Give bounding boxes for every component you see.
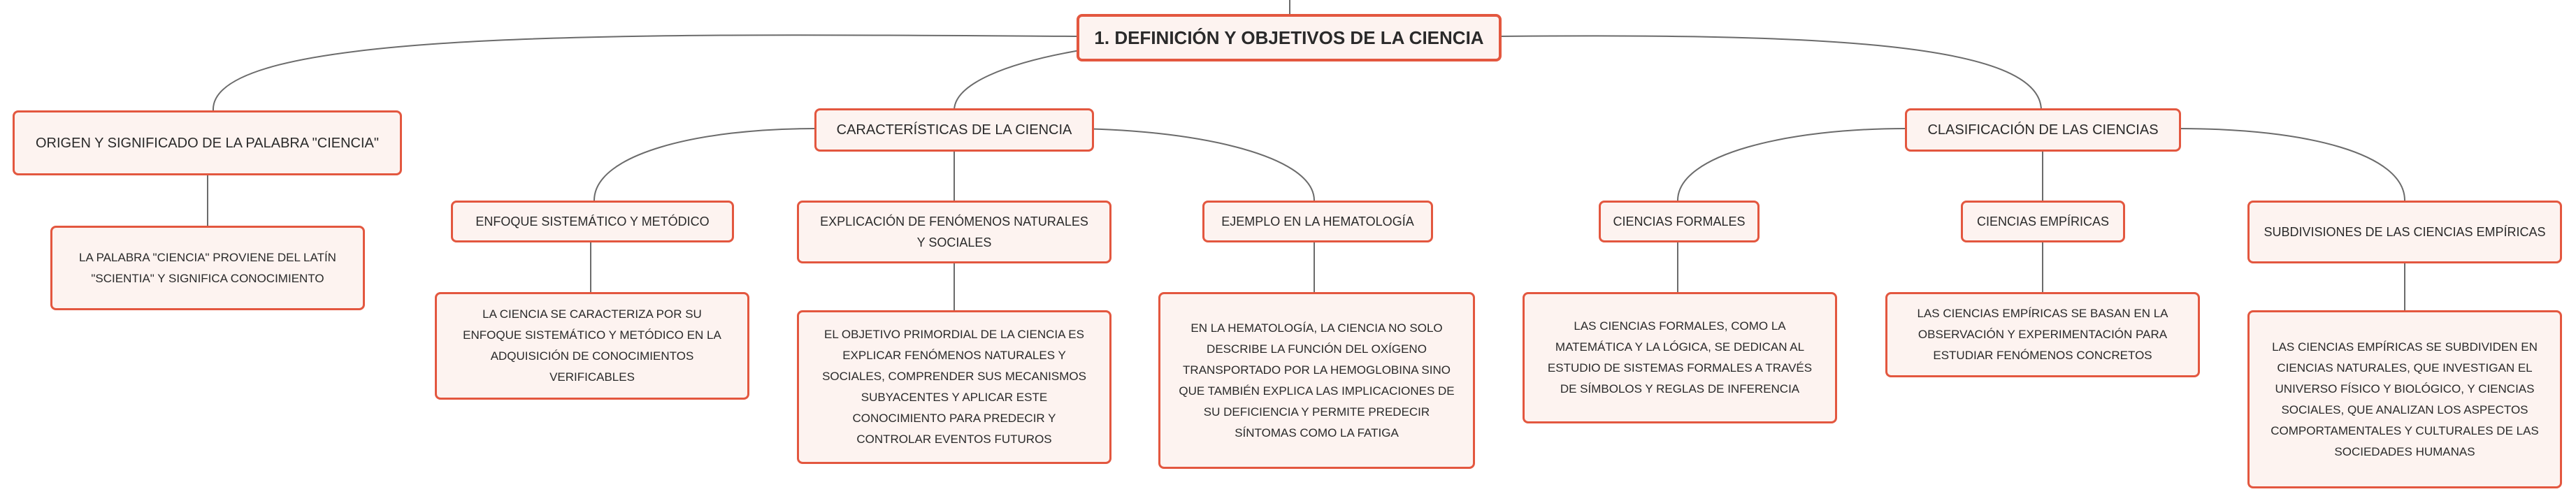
node-enfoque-label: ENFOQUE SISTEMÁTICO Y METÓDICO [475,215,710,228]
node-empiricas-label: CIENCIAS EMPÍRICAS [1976,215,2110,228]
node-origen[interactable]: ORIGEN Y SIGNIFICADO DE LA PALABRA "CIEN… [13,110,402,175]
edge-car-ejemplo [1065,128,1315,201]
node-ejemplo-desc[interactable]: EN LA HEMATOLOGÍA, LA CIENCIA NO SOLO DE… [1158,292,1475,469]
node-empiricas-desc[interactable]: LAS CIENCIAS EMPÍRICAS SE BASAN EN LA OB… [1885,292,2200,377]
node-enfoque[interactable]: ENFOQUE SISTEMÁTICO Y METÓDICO [451,201,734,242]
edge-cla-subdivisiones [2178,128,2405,201]
node-explicacion-desc-text: EL OBJETIVO PRIMORDIAL DE LA CIENCIA ES … [822,328,1086,446]
node-subdivisiones-desc-text: LAS CIENCIAS EMPÍRICAS SE SUBDIVIDEN EN … [2271,340,2539,458]
node-formales-label: CIENCIAS FORMALES [1613,215,1746,228]
node-caracteristicas-label: CARACTERÍSTICAS DE LA CIENCIA [836,122,1072,138]
node-ejemplo[interactable]: EJEMPLO EN LA HEMATOLOGÍA [1202,201,1433,242]
node-origen-label: ORIGEN Y SIGNIFICADO DE LA PALABRA "CIEN… [35,135,379,151]
edge-root-clasificacion [1499,35,2042,111]
node-subdivisiones-desc[interactable]: LAS CIENCIAS EMPÍRICAS SE SUBDIVIDEN EN … [2247,310,2562,488]
node-enfoque-desc-text: LA CIENCIA SE CARACTERIZA POR SU ENFOQUE… [463,307,721,384]
node-explicacion[interactable]: EXPLICACIÓN DE FENÓMENOS NATURALES Y SOC… [797,201,1111,263]
node-formales-desc[interactable]: LAS CIENCIAS FORMALES, COMO LA MATEMÁTIC… [1523,292,1837,423]
node-explicacion-desc[interactable]: EL OBJETIVO PRIMORDIAL DE LA CIENCIA ES … [797,310,1111,464]
node-subdivisiones-label: SUBDIVISIONES DE LAS CIENCIAS EMPÍRICAS [2264,225,2546,239]
edge-root-origen [212,34,1077,111]
node-ejemplo-label: EJEMPLO EN LA HEMATOLOGÍA [1221,215,1414,228]
edge-cla-formales [1677,128,1906,201]
node-subdivisiones[interactable]: SUBDIVISIONES DE LAS CIENCIAS EMPÍRICAS [2247,201,2562,263]
node-empiricas-desc-text: LAS CIENCIAS EMPÍRICAS SE BASAN EN LA OB… [1917,307,2168,362]
node-clasificacion[interactable]: CLASIFICACIÓN DE LAS CIENCIAS [1905,108,2181,152]
node-formales[interactable]: CIENCIAS FORMALES [1599,201,1760,242]
edge-car-enfoque [593,128,815,201]
node-empiricas[interactable]: CIENCIAS EMPÍRICAS [1961,201,2125,242]
node-enfoque-desc[interactable]: LA CIENCIA SE CARACTERIZA POR SU ENFOQUE… [435,292,749,400]
node-ejemplo-desc-text: EN LA HEMATOLOGÍA, LA CIENCIA NO SOLO DE… [1179,321,1455,440]
node-origen-desc-text: LA PALABRA "CIENCIA" PROVIENE DEL LATÍN … [79,250,336,285]
edge-root-caracteristicas [954,50,1081,111]
node-origen-desc[interactable]: LA PALABRA "CIENCIA" PROVIENE DEL LATÍN … [50,226,365,310]
node-clasificacion-label: CLASIFICACIÓN DE LAS CIENCIAS [1927,122,2159,138]
node-explicacion-label: EXPLICACIÓN DE FENÓMENOS NATURALES Y SOC… [820,215,1088,249]
node-formales-desc-text: LAS CIENCIAS FORMALES, COMO LA MATEMÁTIC… [1547,319,1813,395]
node-caracteristicas[interactable]: CARACTERÍSTICAS DE LA CIENCIA [814,108,1094,152]
root-node-label: 1. DEFINICIÓN Y OBJETIVOS DE LA CIENCIA [1094,27,1484,48]
root-node[interactable]: 1. DEFINICIÓN Y OBJETIVOS DE LA CIENCIA [1077,14,1502,61]
